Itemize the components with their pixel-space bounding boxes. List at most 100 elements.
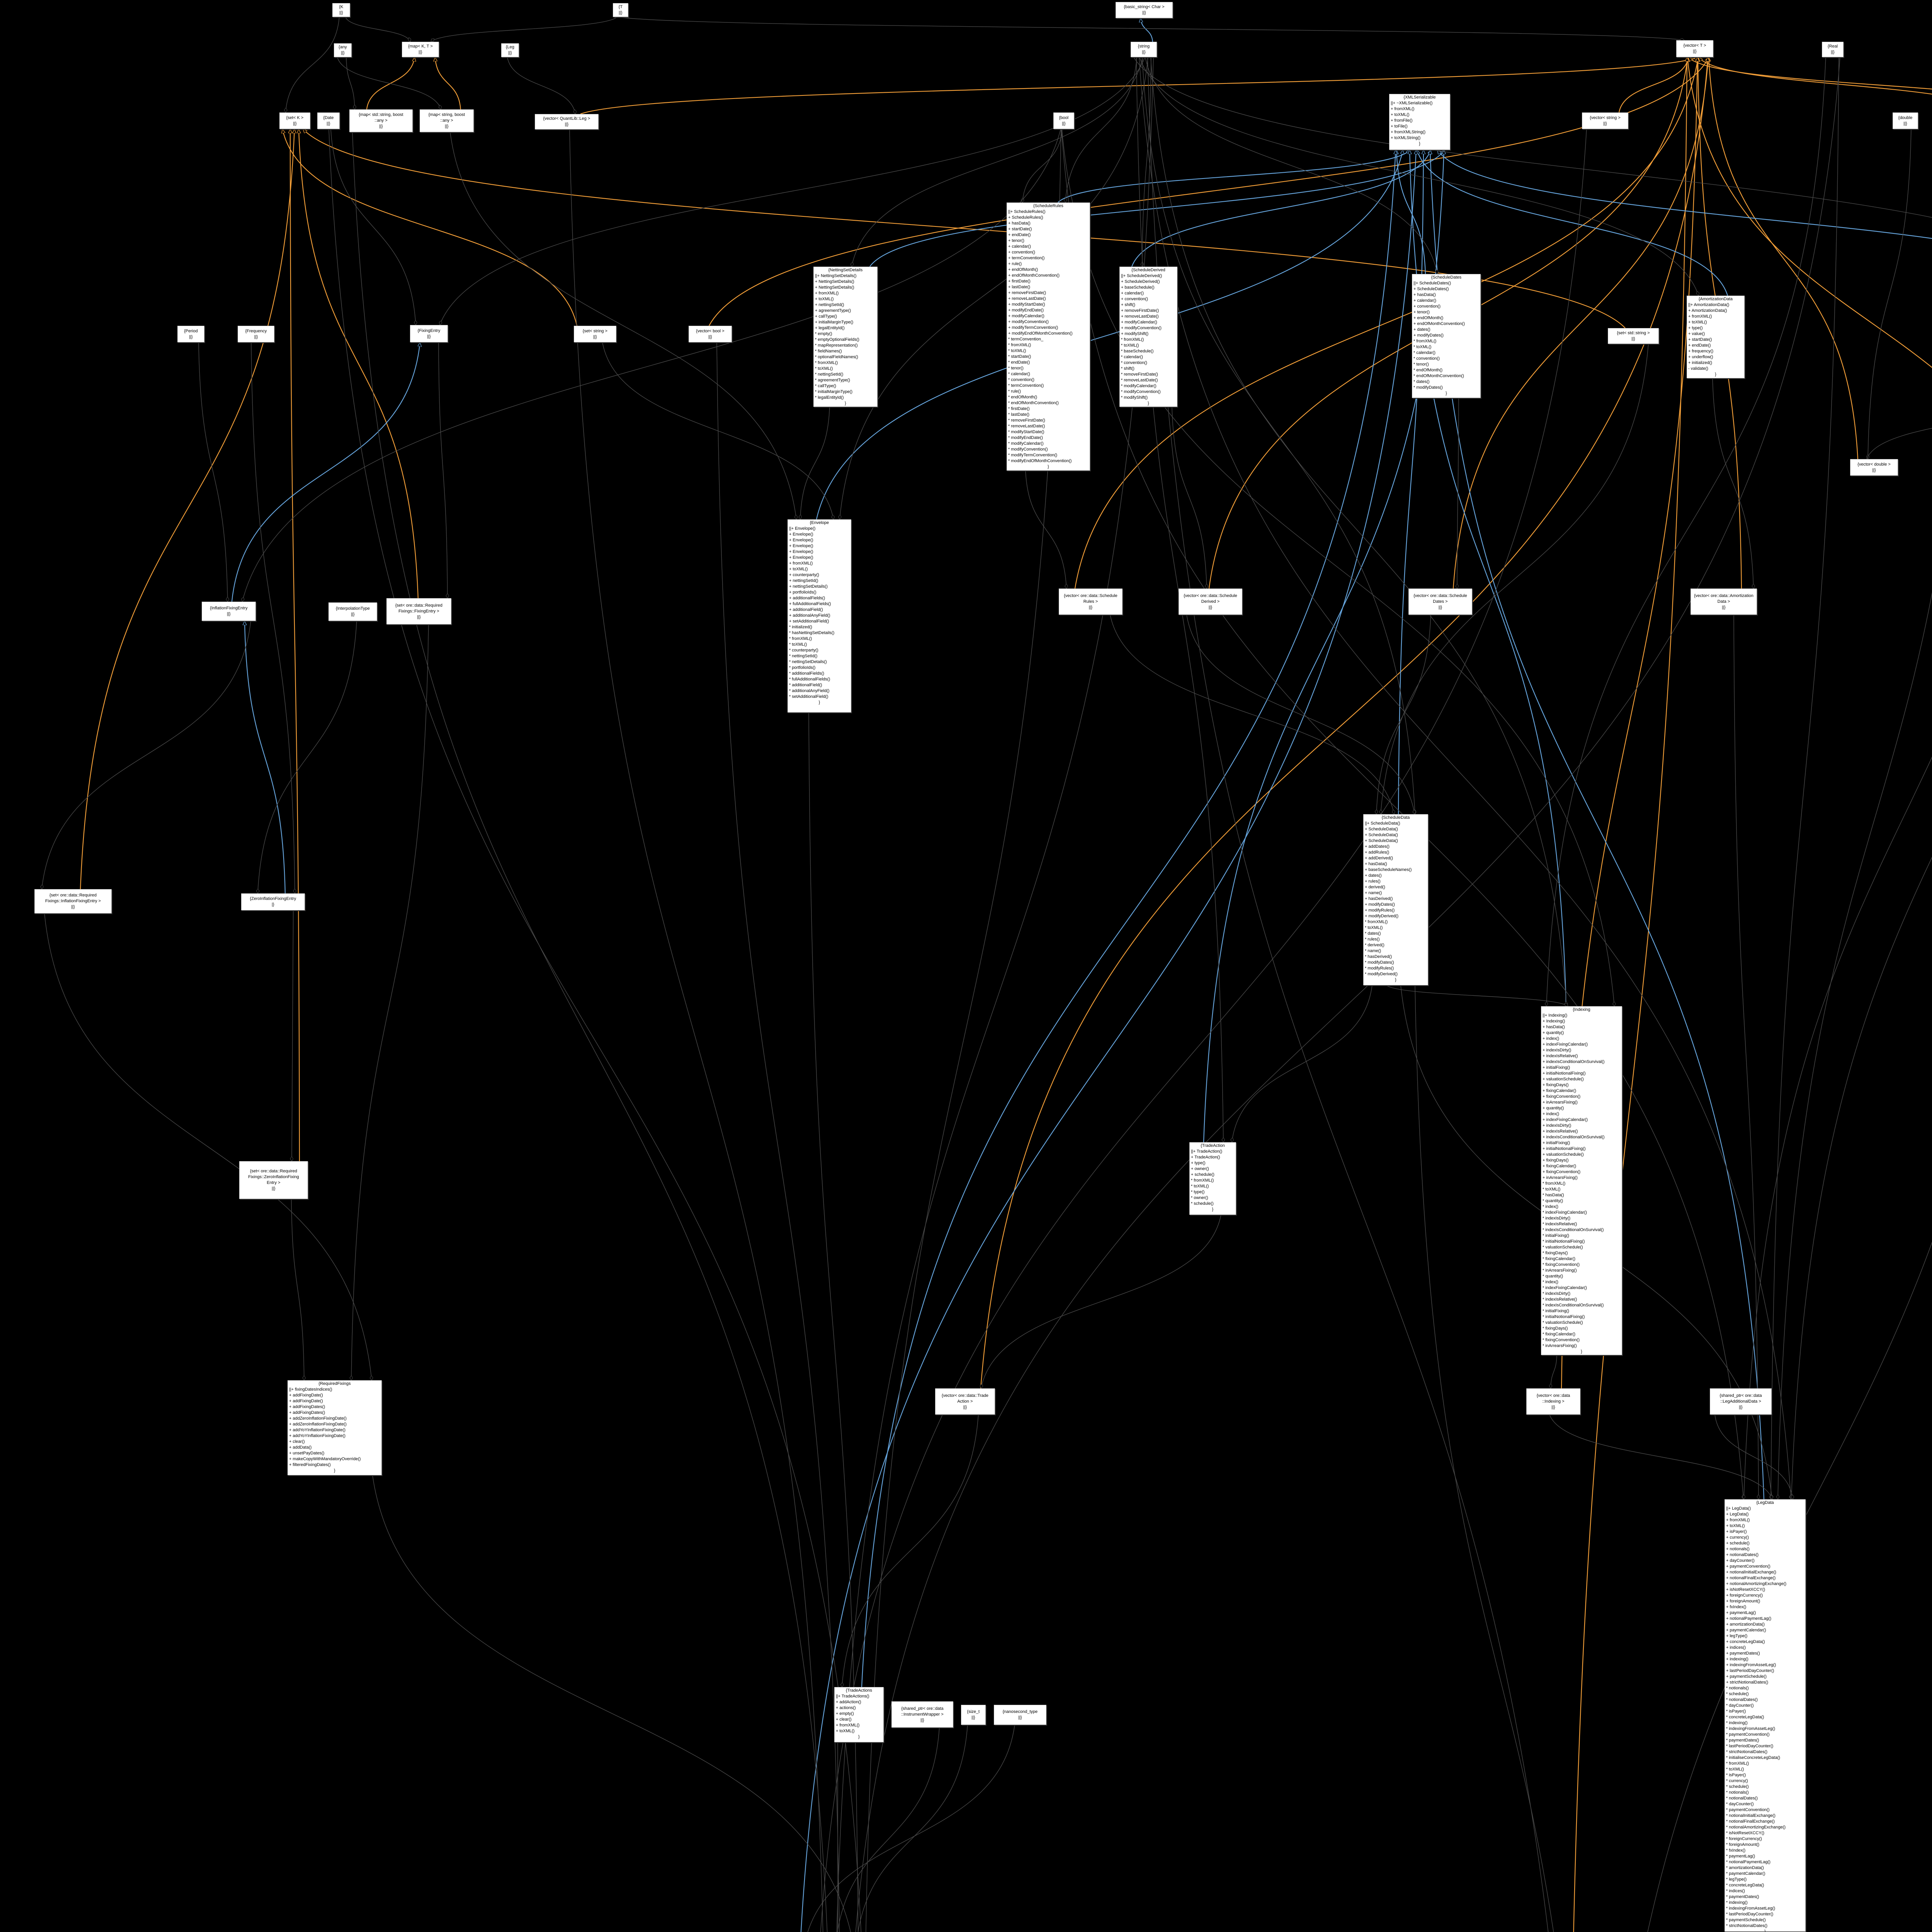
node-bool[interactable]: {bool||} <box>1053 112 1074 129</box>
node-vector_bool[interactable]: {vector< bool >||} <box>689 326 732 342</box>
edge-t-to-vector_t <box>617 17 1684 40</box>
node-vector_t[interactable]: {vector< T >||} <box>1676 40 1713 57</box>
node-line: + type() <box>1191 1161 1206 1165</box>
edge-amortization_data-to-vec_amortization <box>1712 378 1753 588</box>
node-line: * inArrearsFixing() <box>1543 1344 1577 1348</box>
node-line: * rules() <box>1365 937 1380 942</box>
node-schedule_dates[interactable]: {ScheduleDates||+ ScheduleDates()+ Sched… <box>1412 274 1481 398</box>
node-line: * modifyTermConvention() <box>1008 453 1058 457</box>
node-vector_string[interactable]: {vector< string >||} <box>1582 112 1628 129</box>
node-sp_leg_additional[interactable]: {shared_ptr< ore::data::LegAdditionalDat… <box>1710 1388 1772 1415</box>
node-xml_serializable[interactable]: {XMLSerializable||+ ~XMLSerializable()+ … <box>1389 94 1450 150</box>
node-trade_action[interactable]: {TradeAction||+ TradeAction()+ TradeActi… <box>1189 1142 1236 1215</box>
node-line: + calendar() <box>1413 298 1437 303</box>
node-map_string_any[interactable]: {map< string, boost::any >||} <box>420 109 474 132</box>
edge-vector_string-to-trade <box>820 129 1587 1932</box>
node-line: + quantity() <box>1543 1106 1564 1111</box>
node-line: * schedule() <box>1726 1692 1749 1696</box>
node-line: + Envelope() <box>789 532 813 537</box>
node-set_string[interactable]: {set< string >||} <box>574 326 616 342</box>
node-indexing[interactable]: {Indexing||+ Indexing()+ Indexing()+ has… <box>1541 1006 1622 1355</box>
node-date[interactable]: {Date||} <box>317 112 340 129</box>
node-required_fixings[interactable]: {RequiredFixings||+ fixingDatesIndices()… <box>287 1380 382 1475</box>
node-line: + calendar() <box>1121 291 1144 296</box>
node-line: * indexIsDirty() <box>1543 1216 1571 1221</box>
node-string[interactable]: {string||} <box>1131 42 1157 57</box>
edge-string-to-basic_string_char <box>1141 18 1153 42</box>
node-line: + toFile() <box>1391 124 1408 129</box>
edge-schedule_derived-to-xml_serializable <box>1131 150 1431 267</box>
node-nanosecond_type[interactable]: {nanosecond_type||} <box>994 1705 1046 1725</box>
node-line: * amortizationData() <box>1726 1866 1764 1870</box>
node-schedule_derived[interactable]: {ScheduleDerived||+ ScheduleDerived()+ S… <box>1119 267 1177 407</box>
node-line: * endOfMonthConvention() <box>1008 401 1059 405</box>
node-schedule_data[interactable]: {ScheduleData||+ ScheduleData()+ Schedul… <box>1363 814 1428 985</box>
node-zero_inflation_fixing_entry[interactable]: {ZeroInflationFixingEntry|} <box>241 893 305 910</box>
node-line: * fixingConvention() <box>1543 1262 1580 1267</box>
node-line: + callType() <box>815 314 837 319</box>
node-line: ||+ ~XMLSerializable() <box>1391 101 1433 105</box>
node-line: + notionalFinalExchange() <box>1726 1576 1776 1580</box>
node-line: * paymentDates() <box>1726 1738 1759 1743</box>
node-map_sstring_any[interactable]: {map< std::string, boost::any >||} <box>349 109 413 132</box>
node-line: ||} <box>1872 468 1876 473</box>
node-line: * modifyDerived() <box>1365 972 1398 976</box>
node-any[interactable]: {any||} <box>334 43 352 57</box>
node-title: {vector< ore::data::Amortization <box>1694 593 1753 598</box>
node-line: ||+ Envelope() <box>789 526 816 531</box>
node-inflation_fixing_entry[interactable]: {InflationFixingEntry||} <box>202 602 256 621</box>
node-line: * modifyDates() <box>1365 960 1394 965</box>
node-line: * notionalDates() <box>1726 1796 1758 1801</box>
edge-vector_sstring-to-legdata <box>1778 592 1932 1499</box>
node-leg[interactable]: {Leg||} <box>501 43 519 57</box>
node-period[interactable]: {Period||} <box>177 326 204 342</box>
node-t[interactable]: {T||} <box>613 3 628 17</box>
node-legdata[interactable]: {LegData||+ LegData()+ LegData()+ fromXM… <box>1725 1499 1806 1932</box>
node-vector_double[interactable]: {vector< double >||} <box>1850 459 1898 476</box>
node-k[interactable]: {K||} <box>332 3 350 17</box>
node-real[interactable]: {Real||} <box>1822 42 1844 57</box>
node-set_k[interactable]: {set< K >||} <box>279 112 310 129</box>
node-line: + additionalFields() <box>789 596 825 600</box>
node-vector_ql_leg[interactable]: {vector< QuantLib::Leg >||} <box>535 114 599 129</box>
node-amortization_data[interactable]: {AmortizationData||+ AmortizationData()+… <box>1687 296 1745 378</box>
node-title: {LegData <box>1756 1500 1774 1505</box>
node-title: {vector< ore::data <box>1536 1393 1570 1398</box>
node-map_k_t[interactable]: {map< K, T >||} <box>402 42 439 57</box>
node-set_sstring[interactable]: {set< std::string >||} <box>1608 328 1659 344</box>
node-line: + legType() <box>1726 1634 1748 1638</box>
node-line: ||} <box>1739 1405 1743 1410</box>
node-netting_set_details[interactable]: {NettingSetDetails||+ NettingSetDetails(… <box>813 267 878 407</box>
node-line: * index() <box>1543 1204 1558 1209</box>
node-line: ||+ AmortizationData() <box>1688 303 1730 307</box>
edge-map_string_any-to-envelope <box>450 132 796 519</box>
node-line: * toXML() <box>815 366 833 371</box>
node-trade_actions[interactable]: {TradeActions||+ TradeActions()+ addActi… <box>834 1687 884 1742</box>
node-line: + fixingCalendar() <box>1543 1088 1577 1093</box>
node-frequency[interactable]: {Frequency||} <box>238 326 274 342</box>
node-line: * indexingFromAssetLeg() <box>1726 1726 1776 1731</box>
node-vec_indexing[interactable]: {vector< ore::data::Indexing >||} <box>1526 1388 1580 1415</box>
node-double[interactable]: {double||} <box>1893 112 1918 129</box>
node-line: } <box>1148 401 1149 406</box>
node-line: + notionalAmortizingExchange() <box>1726 1582 1787 1586</box>
node-envelope[interactable]: {Envelope||+ Envelope()+ Envelope()+ Env… <box>787 519 851 713</box>
node-interpolation_type[interactable]: {InterpolationType||} <box>328 602 377 621</box>
node-fixing_entry[interactable]: {FixingEntry||} <box>410 325 448 342</box>
node-size_t[interactable]: {size_t||} <box>961 1705 986 1725</box>
node-line: + fixingDays() <box>1543 1083 1569 1087</box>
node-schedule_rules[interactable]: {ScheduleRules||+ ScheduleRules()+ Sched… <box>1007 202 1090 471</box>
node-basic_string_char[interactable]: {basic_string< Char >||} <box>1116 2 1173 18</box>
edge-set_sstring-to-set_k <box>303 129 1626 328</box>
node-line: * initialized() <box>789 625 812 629</box>
node-sp_instrument_wrapper[interactable]: {shared_ptr< ore::data::InstrumentWrappe… <box>891 1701 953 1728</box>
edge-set_sstring-to-schedule_data <box>1381 344 1649 814</box>
